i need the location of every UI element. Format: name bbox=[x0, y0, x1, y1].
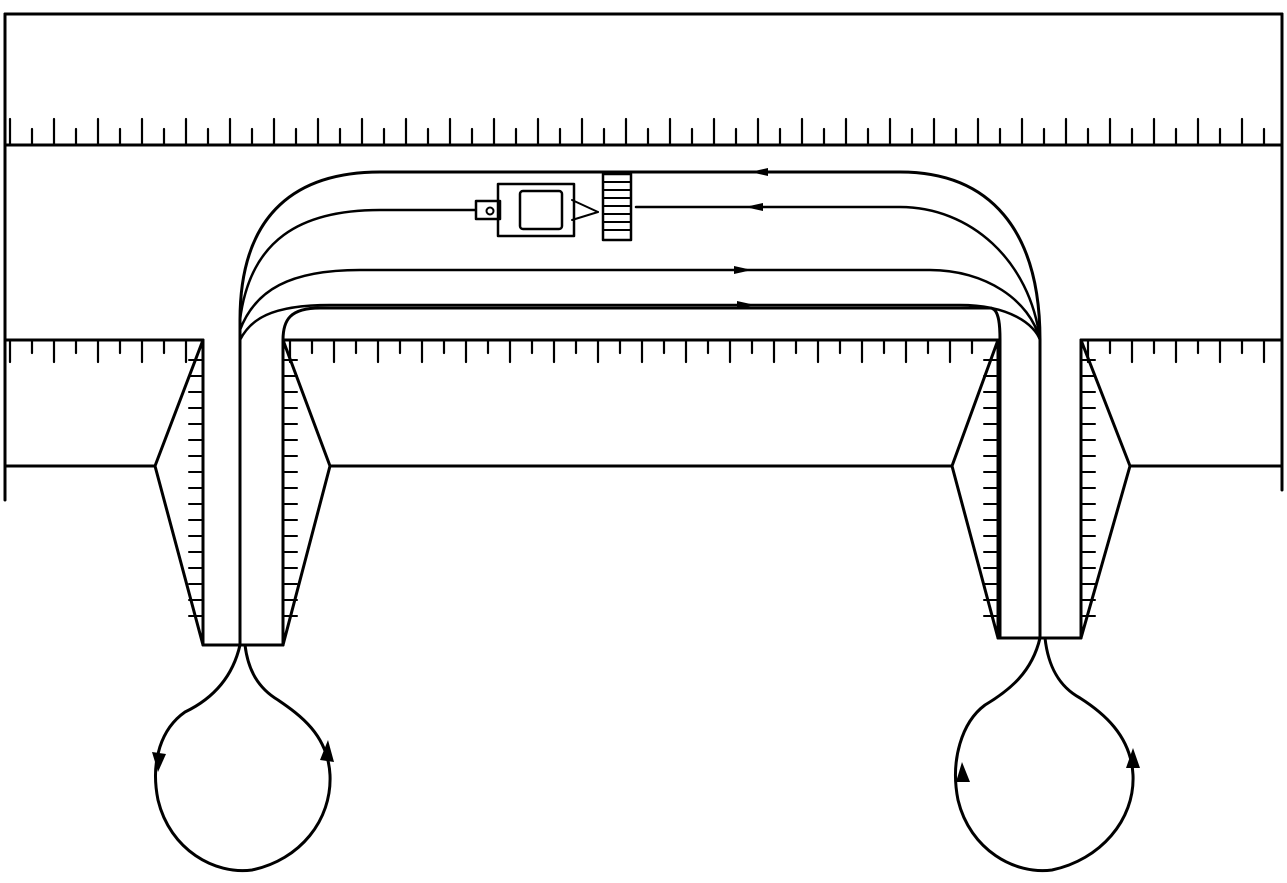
shuttle-roller-slats bbox=[602, 181, 632, 231]
lower-scale-ticks bbox=[8, 338, 1266, 364]
u-shaped-channel bbox=[238, 170, 1042, 647]
right-support-hatching bbox=[983, 359, 1096, 617]
arrow-left-second bbox=[745, 203, 763, 211]
flow-lines bbox=[238, 205, 1042, 342]
left-loop-arrow-up bbox=[320, 740, 334, 762]
shuttle-vehicle bbox=[474, 172, 633, 242]
right-loop-arrow-up bbox=[1126, 748, 1140, 768]
left-loop-circle bbox=[152, 643, 334, 873]
upper-ruled-band bbox=[3, 12, 1284, 502]
left-trapezoid-support bbox=[153, 338, 332, 647]
lower-ruled-band bbox=[3, 338, 1284, 468]
left-loop-arrow-down bbox=[152, 752, 166, 772]
arrow-right-third bbox=[734, 266, 752, 274]
right-loop-arrow-down bbox=[956, 762, 970, 782]
left-support-hatching bbox=[188, 359, 298, 617]
right-loop-circle bbox=[954, 636, 1140, 873]
arrow-right-fourth bbox=[737, 301, 755, 309]
flow-direction-arrows bbox=[734, 168, 768, 309]
upper-scale-ticks bbox=[8, 117, 1266, 147]
arrow-left-top bbox=[750, 168, 768, 176]
right-trapezoid-support bbox=[950, 338, 1132, 640]
